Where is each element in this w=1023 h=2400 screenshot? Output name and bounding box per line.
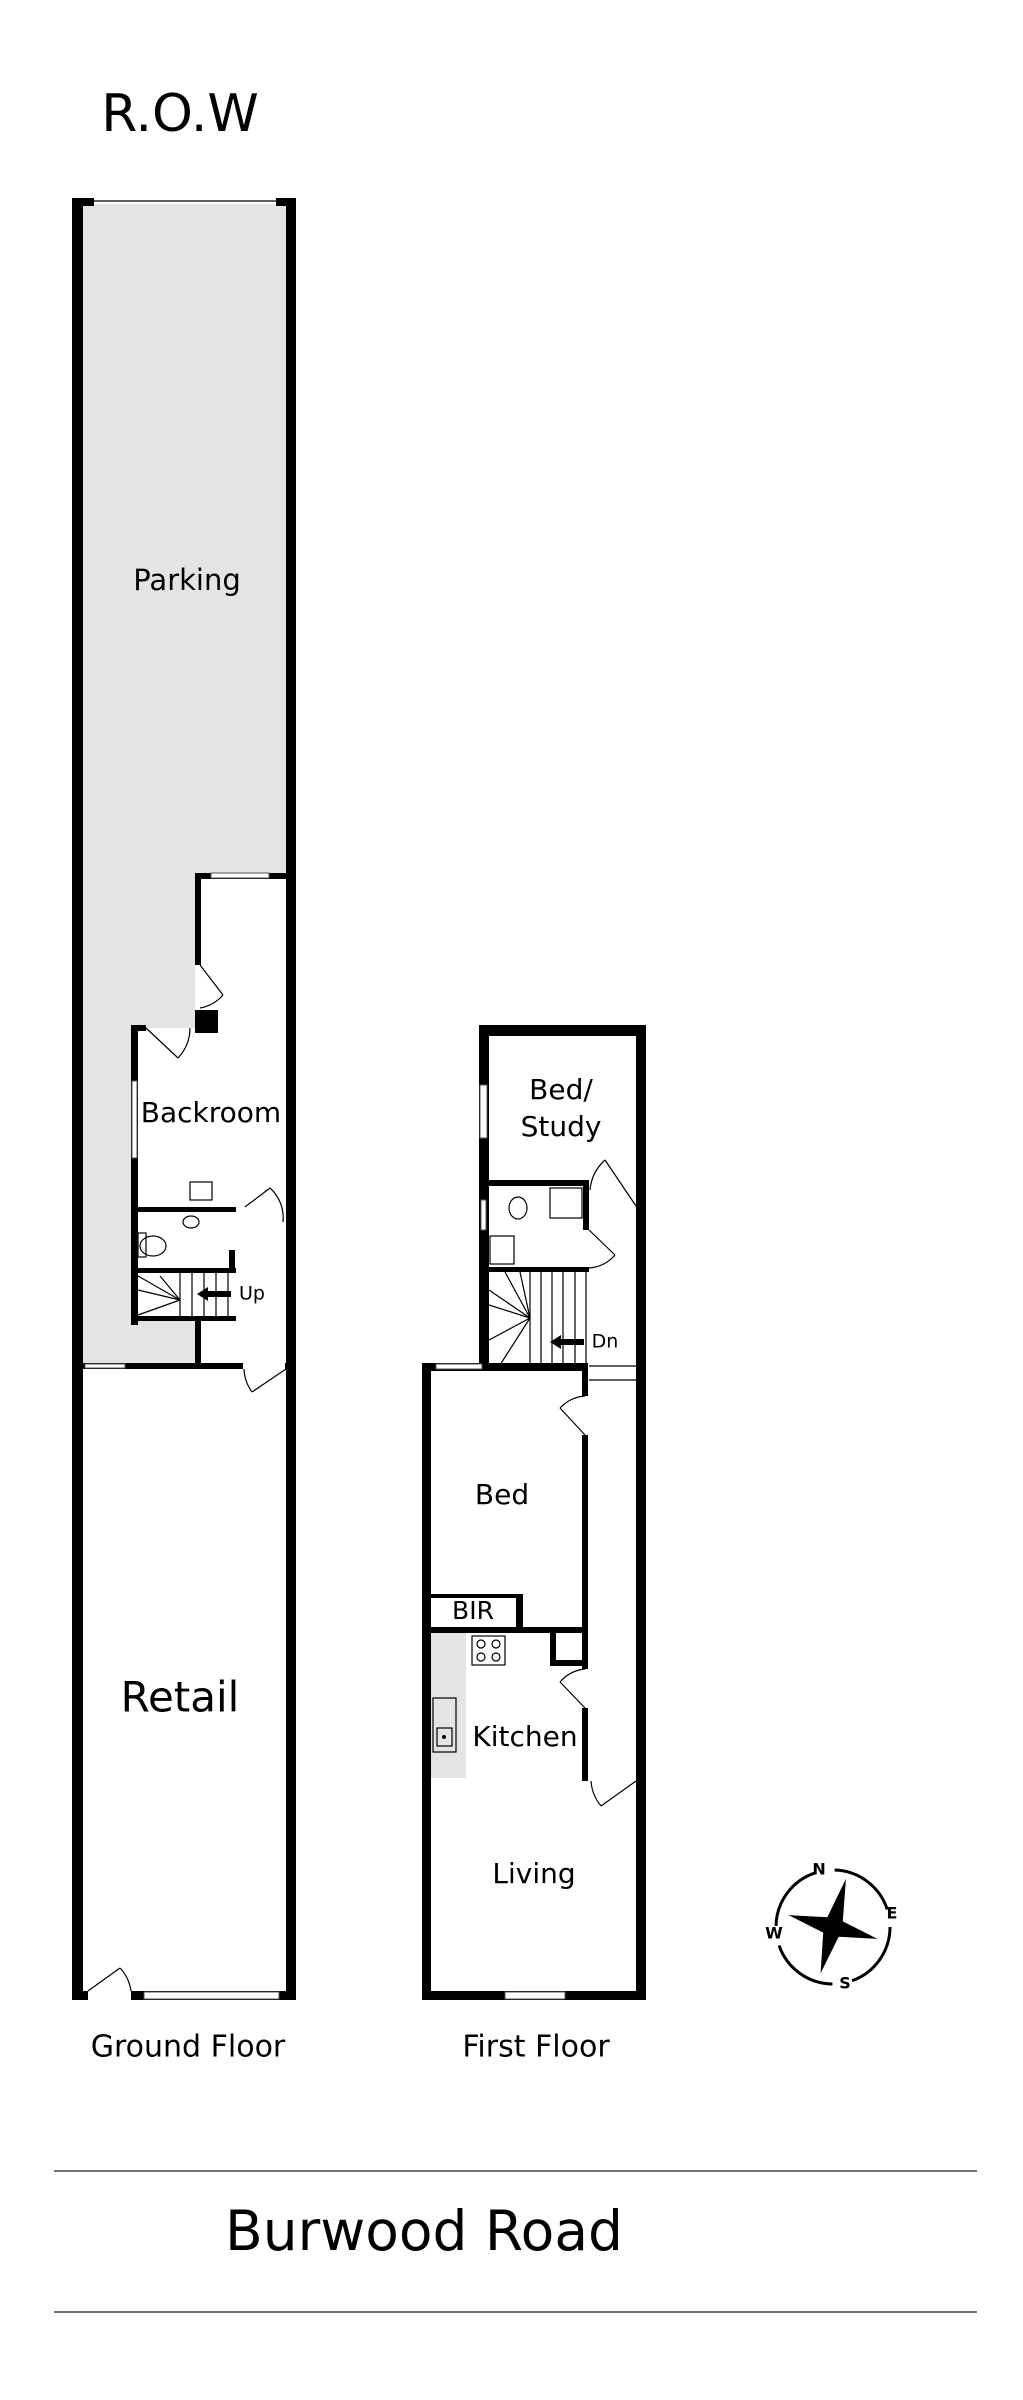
wall — [131, 1025, 138, 1325]
window — [210, 872, 270, 879]
wall — [422, 1363, 588, 1371]
wall — [550, 1633, 586, 1666]
parking-area — [83, 204, 286, 1365]
wall — [431, 1594, 523, 1598]
room-bed: Bed — [475, 1478, 529, 1511]
window — [480, 1199, 487, 1231]
wall — [431, 1627, 588, 1633]
wall — [582, 1363, 588, 1396]
street-name: Burwood Road — [225, 2199, 623, 2263]
wall — [195, 1319, 201, 1367]
window — [143, 1991, 280, 2000]
wall — [131, 1207, 236, 1212]
wall — [131, 1025, 146, 1031]
window — [131, 1080, 138, 1159]
vanity-icon — [489, 1235, 515, 1265]
door — [199, 964, 224, 1009]
wall — [479, 1025, 489, 1371]
sink-icon — [432, 1697, 457, 1753]
toilet-icon — [139, 1235, 167, 1257]
wall — [479, 1025, 646, 1036]
wall — [636, 1025, 646, 2000]
door — [87, 1967, 132, 1992]
ground-floor-plan: Backroom Up Parking Retail Ground Floor — [72, 198, 296, 2065]
wall — [83, 1363, 286, 1369]
compass-s: S — [839, 1974, 851, 1993]
room-parking: Parking — [133, 563, 241, 597]
wall — [131, 1268, 236, 1273]
compass-e: E — [887, 1904, 898, 1923]
wall — [72, 198, 94, 206]
toilet-cistern-icon — [137, 1232, 147, 1258]
wall — [582, 1708, 588, 1781]
room-backroom: Backroom — [141, 1096, 281, 1129]
toilet-icon — [508, 1196, 528, 1220]
wall — [72, 198, 83, 2000]
door — [590, 1780, 637, 1807]
wall — [286, 198, 296, 2000]
compass-icon: N E S W — [765, 1860, 897, 1993]
window — [504, 1991, 566, 2000]
room-kitchen: Kitchen — [472, 1720, 577, 1753]
wall — [582, 1435, 588, 1669]
wall — [516, 1594, 523, 1630]
cooktop-icon — [471, 1635, 506, 1666]
room-retail: Retail — [121, 1673, 240, 1722]
room-bir: BIR — [452, 1596, 494, 1625]
window — [84, 1363, 126, 1369]
compass-w: W — [765, 1924, 783, 1943]
door — [145, 1027, 191, 1059]
wall — [229, 1250, 235, 1270]
stairs — [488, 1271, 587, 1366]
first-floor-plan: Bed/ Study Dn Bed BIR — [422, 1025, 646, 2065]
shower-icon — [549, 1187, 583, 1219]
door — [243, 1368, 287, 1393]
vanity-icon — [189, 1181, 213, 1201]
row-label: R.O.W — [101, 84, 259, 144]
first-floor-title: First Floor — [462, 2030, 610, 2065]
room-living: Living — [492, 1857, 575, 1890]
arrow-left-icon — [197, 1287, 231, 1301]
stairs-down-label: Dn — [592, 1331, 619, 1353]
wall — [276, 198, 296, 206]
compass-n: N — [812, 1860, 825, 1879]
wall — [489, 1180, 588, 1186]
wall — [583, 1180, 589, 1230]
door — [559, 1395, 586, 1436]
kitchen-counter — [431, 1633, 466, 1778]
ground-floor-title: Ground Floor — [91, 2030, 286, 2065]
stairs-up-label: Up — [239, 1283, 265, 1305]
wall — [422, 1363, 431, 2000]
door — [588, 1229, 616, 1269]
basin-icon — [182, 1215, 200, 1229]
window — [435, 1363, 483, 1370]
room-bed-study-line2: Study — [521, 1110, 602, 1143]
room-bed-study-line1: Bed/ — [529, 1073, 593, 1106]
chimney — [195, 1010, 218, 1033]
wall — [195, 873, 201, 965]
door — [589, 1159, 637, 1207]
arrow-left-icon — [550, 1335, 584, 1349]
door — [559, 1668, 586, 1709]
window — [479, 1084, 488, 1139]
door — [244, 1187, 284, 1223]
wall — [485, 1267, 589, 1272]
